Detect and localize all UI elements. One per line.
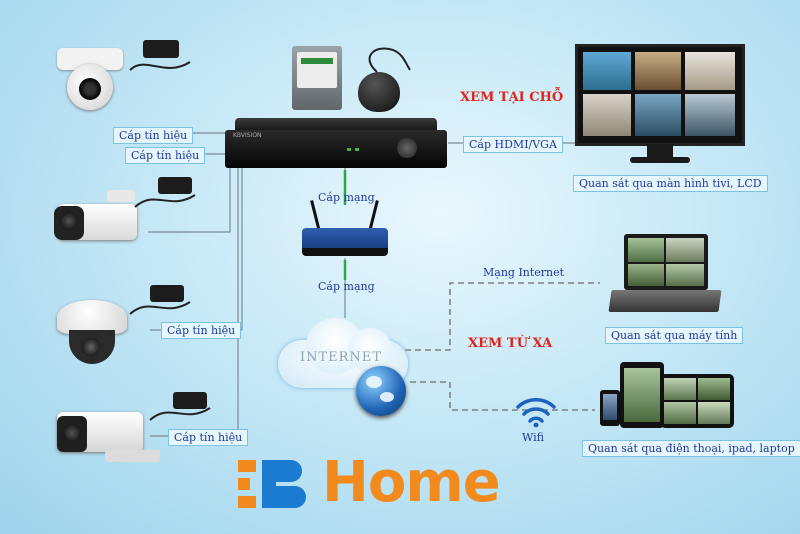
label-cap-hdmi: Cáp HDMI/VGA: [463, 136, 563, 153]
tv-monitor: [575, 44, 745, 172]
power-adapter-3: [150, 285, 184, 302]
adapter-cable-2: [134, 194, 196, 208]
label-mang-internet: Mạng Internet: [483, 266, 565, 279]
power-adapter-1: [143, 40, 179, 58]
label-cap-tin-hieu-4: Cáp tín hiệu: [168, 429, 249, 446]
label-cap-tin-hieu-1: Cáp tín hiệu: [113, 127, 194, 144]
bhome-logo: Home: [238, 450, 558, 522]
adapter-cable-3: [129, 301, 191, 315]
caption-laptop: Quan sát qua máy tính: [605, 327, 744, 344]
mouse-cable: [368, 47, 411, 73]
dvr-recorder: KBVISION: [225, 118, 447, 170]
mobile-devices: [598, 360, 738, 434]
bullet-camera-2: [52, 190, 142, 250]
caption-mobile: Quan sát qua điện thoại, ipad, laptop: [582, 440, 800, 457]
caption-tv: Quan sát qua màn hình tivi, LCD: [573, 175, 768, 192]
title-xem-tu-xa: XEM TỪ XA: [468, 336, 553, 351]
mouse-icon: [358, 72, 400, 112]
globe-icon: [356, 366, 406, 416]
label-cap-tin-hieu-2: Cáp tín hiệu: [125, 147, 206, 164]
label-cap-mang-1: Cáp mạng: [318, 191, 375, 204]
dome-camera-3: [55, 300, 130, 366]
logo-mark: [238, 456, 318, 516]
label-cap-mang-2: Cáp mạng: [318, 280, 375, 293]
adapter-cable-1: [129, 61, 191, 71]
label-cap-tin-hieu-3: Cáp tín hiệu: [161, 322, 242, 339]
logo-text: Home: [322, 450, 501, 515]
router-icon: [300, 200, 390, 260]
bullet-camera-4: [55, 408, 165, 473]
dvr-brand-label: KBVISION: [233, 132, 262, 139]
adapter-cable-4: [149, 407, 211, 421]
power-adapter-4: [173, 392, 207, 409]
laptop-icon: [608, 234, 722, 316]
internet-text: INTERNET: [300, 350, 382, 365]
wifi-icon: [516, 398, 556, 428]
label-wifi: Wifi: [522, 431, 544, 444]
hard-drive-icon: [292, 46, 342, 110]
internet-cloud: INTERNET: [278, 314, 408, 394]
power-adapter-2: [158, 177, 192, 194]
dome-camera-1: [55, 48, 125, 110]
title-xem-tai-cho: XEM TẠI CHỖ: [460, 90, 564, 105]
